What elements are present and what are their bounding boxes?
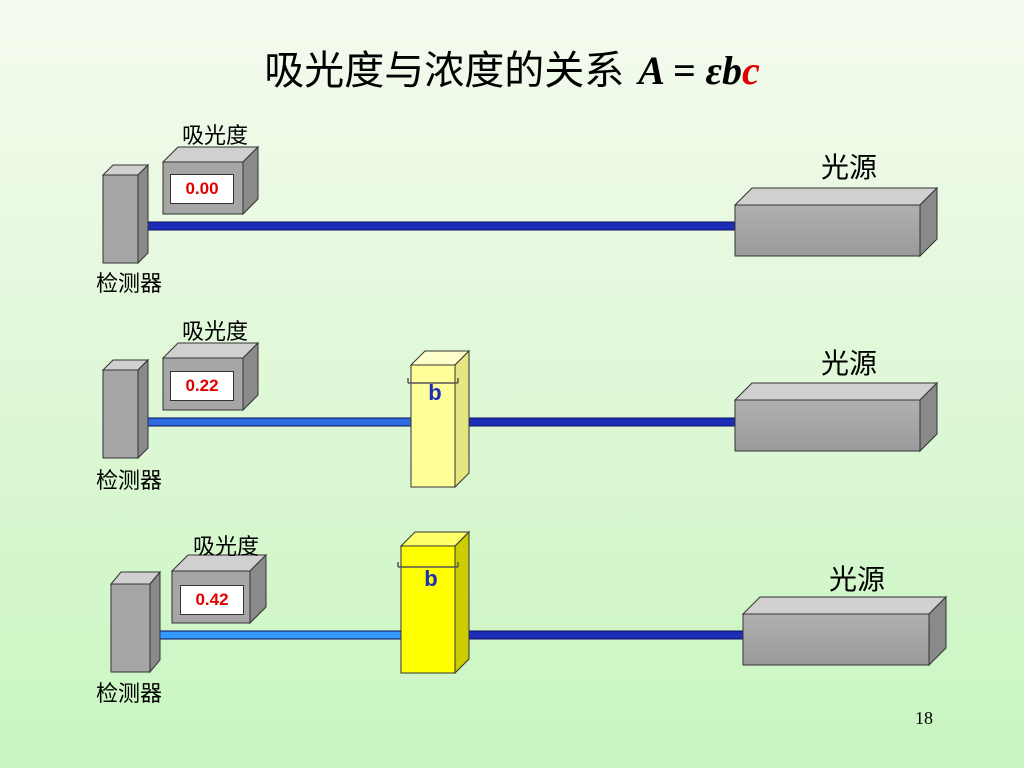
path-length-label: b (424, 566, 438, 591)
absorbance-reading: 0.00 (170, 174, 234, 204)
light-beam-attenuated (146, 417, 413, 427)
light-source-label: 光源 (829, 563, 886, 596)
detector-label: 检测器 (96, 682, 163, 707)
cuvette (397, 530, 471, 675)
light-source-box (741, 595, 948, 667)
detector-box (101, 358, 150, 460)
cuvette (407, 349, 471, 489)
formula: A = εbc (638, 48, 759, 93)
absorbance-reading: 0.42 (180, 585, 244, 615)
formula-prefix: A = εb (638, 48, 742, 93)
light-source-box (733, 381, 939, 453)
light-beam (459, 630, 746, 640)
detector-box (109, 570, 162, 674)
light-beam (459, 417, 738, 427)
light-beam-attenuated (154, 630, 403, 640)
absorbance-label: 吸光度 (193, 535, 260, 560)
title-text: 吸光度与浓度的关系 (264, 48, 625, 94)
light-beam (146, 221, 738, 231)
absorbance-reading: 0.22 (170, 371, 234, 401)
page-number: 18 (915, 708, 933, 728)
panel-1 (101, 145, 939, 265)
slide-title: 吸光度与浓度的关系 A = εbc (0, 38, 1024, 96)
detector-label: 检测器 (96, 272, 163, 297)
path-length-label: b (428, 380, 442, 405)
detector-box (101, 163, 150, 265)
detector-label: 检测器 (96, 469, 163, 494)
absorbance-label: 吸光度 (182, 124, 249, 149)
light-source-box (733, 186, 939, 258)
panel-2 (101, 341, 939, 489)
absorbance-label: 吸光度 (182, 320, 249, 345)
light-source-label: 光源 (821, 151, 878, 184)
light-source-label: 光源 (821, 347, 878, 380)
formula-concentration: c (741, 48, 760, 93)
